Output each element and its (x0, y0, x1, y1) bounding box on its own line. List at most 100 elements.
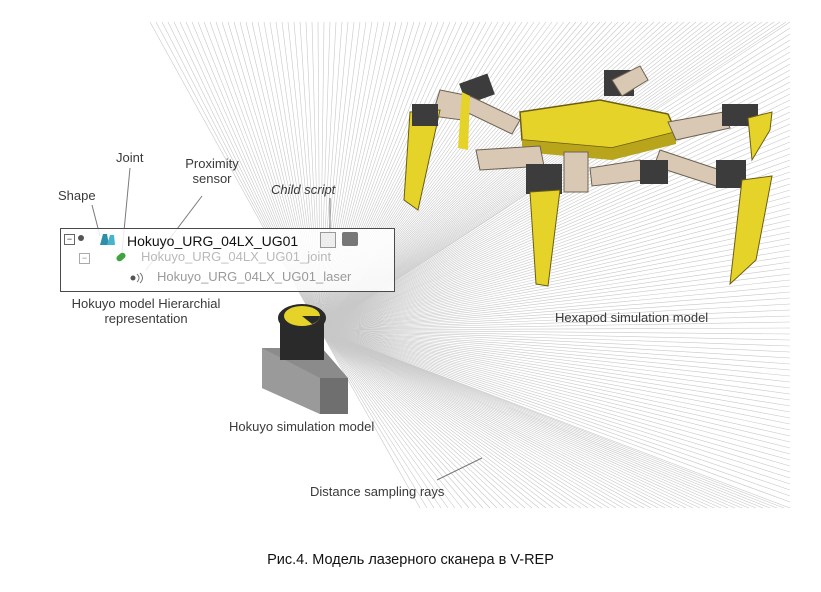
ray (319, 329, 575, 509)
ray (319, 207, 791, 331)
ray (319, 329, 435, 509)
ray (319, 329, 791, 467)
ray (319, 329, 589, 509)
ray (319, 329, 470, 509)
ray (319, 329, 791, 425)
hokuyo-sensor-model (262, 304, 348, 414)
ray (319, 267, 791, 331)
ray (319, 329, 791, 335)
ray (319, 329, 791, 365)
ray (319, 315, 791, 331)
ray (319, 159, 791, 331)
collapse-box-icon[interactable]: − (64, 234, 75, 245)
ray (319, 329, 645, 509)
ray (319, 329, 631, 509)
ray (319, 329, 791, 437)
ray (319, 329, 791, 449)
ray (319, 329, 701, 509)
ray (319, 243, 791, 331)
ray (319, 329, 791, 371)
ray (319, 329, 791, 443)
ray (319, 329, 624, 509)
ray (319, 329, 694, 509)
ray (319, 329, 491, 509)
tree-item-joint[interactable]: Hokuyo_URG_04LX_UG01_joint (141, 249, 332, 264)
ray (319, 329, 610, 509)
ray (319, 309, 791, 331)
ray (319, 329, 680, 509)
ray (319, 329, 428, 509)
ray (319, 329, 498, 509)
proximity-sensor-label-line2: sensor (192, 171, 232, 186)
ray (319, 329, 785, 509)
ray (319, 329, 442, 509)
ray (319, 329, 582, 509)
ray (319, 329, 554, 509)
shape-label: Shape (58, 188, 96, 203)
ray (319, 329, 736, 509)
collapse-box-icon[interactable]: − (79, 253, 90, 264)
ray (319, 219, 791, 331)
ray (319, 329, 791, 473)
ray (319, 329, 652, 509)
ray (319, 329, 791, 461)
joint-icon (113, 249, 129, 270)
ray (319, 165, 791, 331)
script-icon[interactable] (320, 232, 336, 248)
ray (319, 237, 791, 331)
child-script-label: Child script (271, 182, 336, 197)
ray (319, 329, 729, 509)
ray (319, 213, 791, 331)
ray (319, 329, 519, 509)
ray (319, 329, 791, 503)
hierarchy-label-line2: representation (104, 311, 188, 326)
ray (319, 329, 791, 431)
ray (319, 329, 791, 359)
ray (319, 329, 791, 407)
ray (319, 329, 638, 509)
distance-rays-label: Distance sampling rays (310, 484, 445, 499)
ray (319, 329, 568, 509)
ray (319, 321, 791, 331)
ray (319, 329, 463, 509)
ray (319, 225, 791, 331)
ray (319, 273, 791, 331)
proximity-sensor-icon (129, 271, 147, 290)
proximity-sensor-label: Proximity sensor (176, 156, 248, 186)
ray (319, 329, 708, 509)
ray (319, 329, 791, 497)
ray (319, 329, 617, 509)
ray (319, 329, 484, 509)
ray (319, 195, 791, 331)
ray (319, 171, 791, 331)
ray (319, 329, 603, 509)
ray (319, 329, 791, 353)
shape-icon (97, 231, 117, 252)
ray (319, 329, 722, 509)
tree-item-root[interactable]: Hokuyo_URG_04LX_UG01 (127, 233, 299, 249)
hierarchy-label: Hokuyo model Hierarchial representation (48, 296, 244, 326)
ray (319, 329, 771, 509)
ray (319, 329, 778, 509)
ray (319, 329, 540, 509)
ray (319, 329, 533, 509)
ray (319, 329, 512, 509)
ray (319, 261, 791, 331)
ray (319, 329, 659, 509)
ray (319, 329, 791, 383)
tree-item-laser[interactable]: Hokuyo_URG_04LX_UG01_laser (157, 269, 352, 284)
ray (319, 303, 791, 331)
ray (319, 329, 449, 509)
ray (319, 329, 526, 509)
ray (319, 329, 791, 485)
ray (319, 329, 547, 509)
ray (319, 177, 791, 331)
ray (319, 329, 791, 341)
ray (319, 329, 561, 509)
camera-icon[interactable] (342, 232, 358, 246)
visibility-icon (78, 235, 84, 241)
ray (319, 291, 791, 331)
ray (319, 329, 750, 509)
